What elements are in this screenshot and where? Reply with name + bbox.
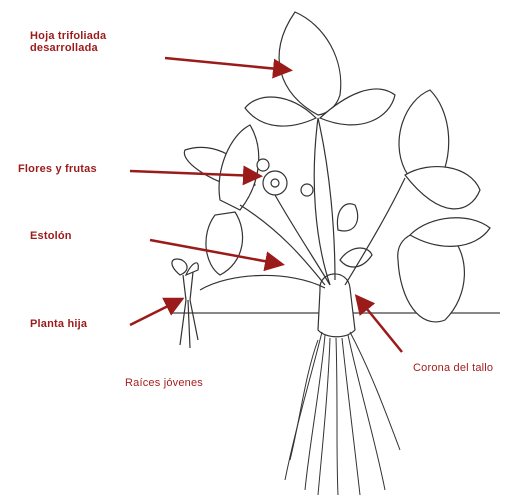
daughter-leaf-1	[172, 259, 187, 275]
right-leaf-lower	[405, 167, 480, 209]
fruit	[301, 184, 313, 196]
center-leaf-2	[340, 248, 372, 267]
label-corona-tallo: Corona del tallo	[413, 362, 493, 374]
label-hoja-line1: Hoja trifoliada	[30, 30, 106, 42]
label-raices-jovenes: Raíces jóvenes	[125, 377, 203, 389]
flower-1-center	[271, 179, 279, 187]
stolon	[200, 275, 325, 290]
label-flores-frutas: Flores y frutas	[18, 163, 97, 175]
center-leaf	[337, 204, 357, 231]
left-leaf-2	[219, 125, 259, 210]
flower-2	[257, 159, 269, 171]
arrow-corona	[358, 298, 402, 352]
daughter-leaf-2	[186, 263, 198, 275]
label-estolon: Estolón	[30, 230, 72, 242]
label-hoja-trifoliada: Hoja trifoliada desarrollada	[30, 30, 106, 54]
left-leaf-3	[206, 212, 243, 275]
arrow-hoja	[165, 58, 288, 70]
label-hoja-line2: desarrollada	[30, 42, 106, 54]
label-planta-hija: Planta hija	[30, 318, 87, 330]
